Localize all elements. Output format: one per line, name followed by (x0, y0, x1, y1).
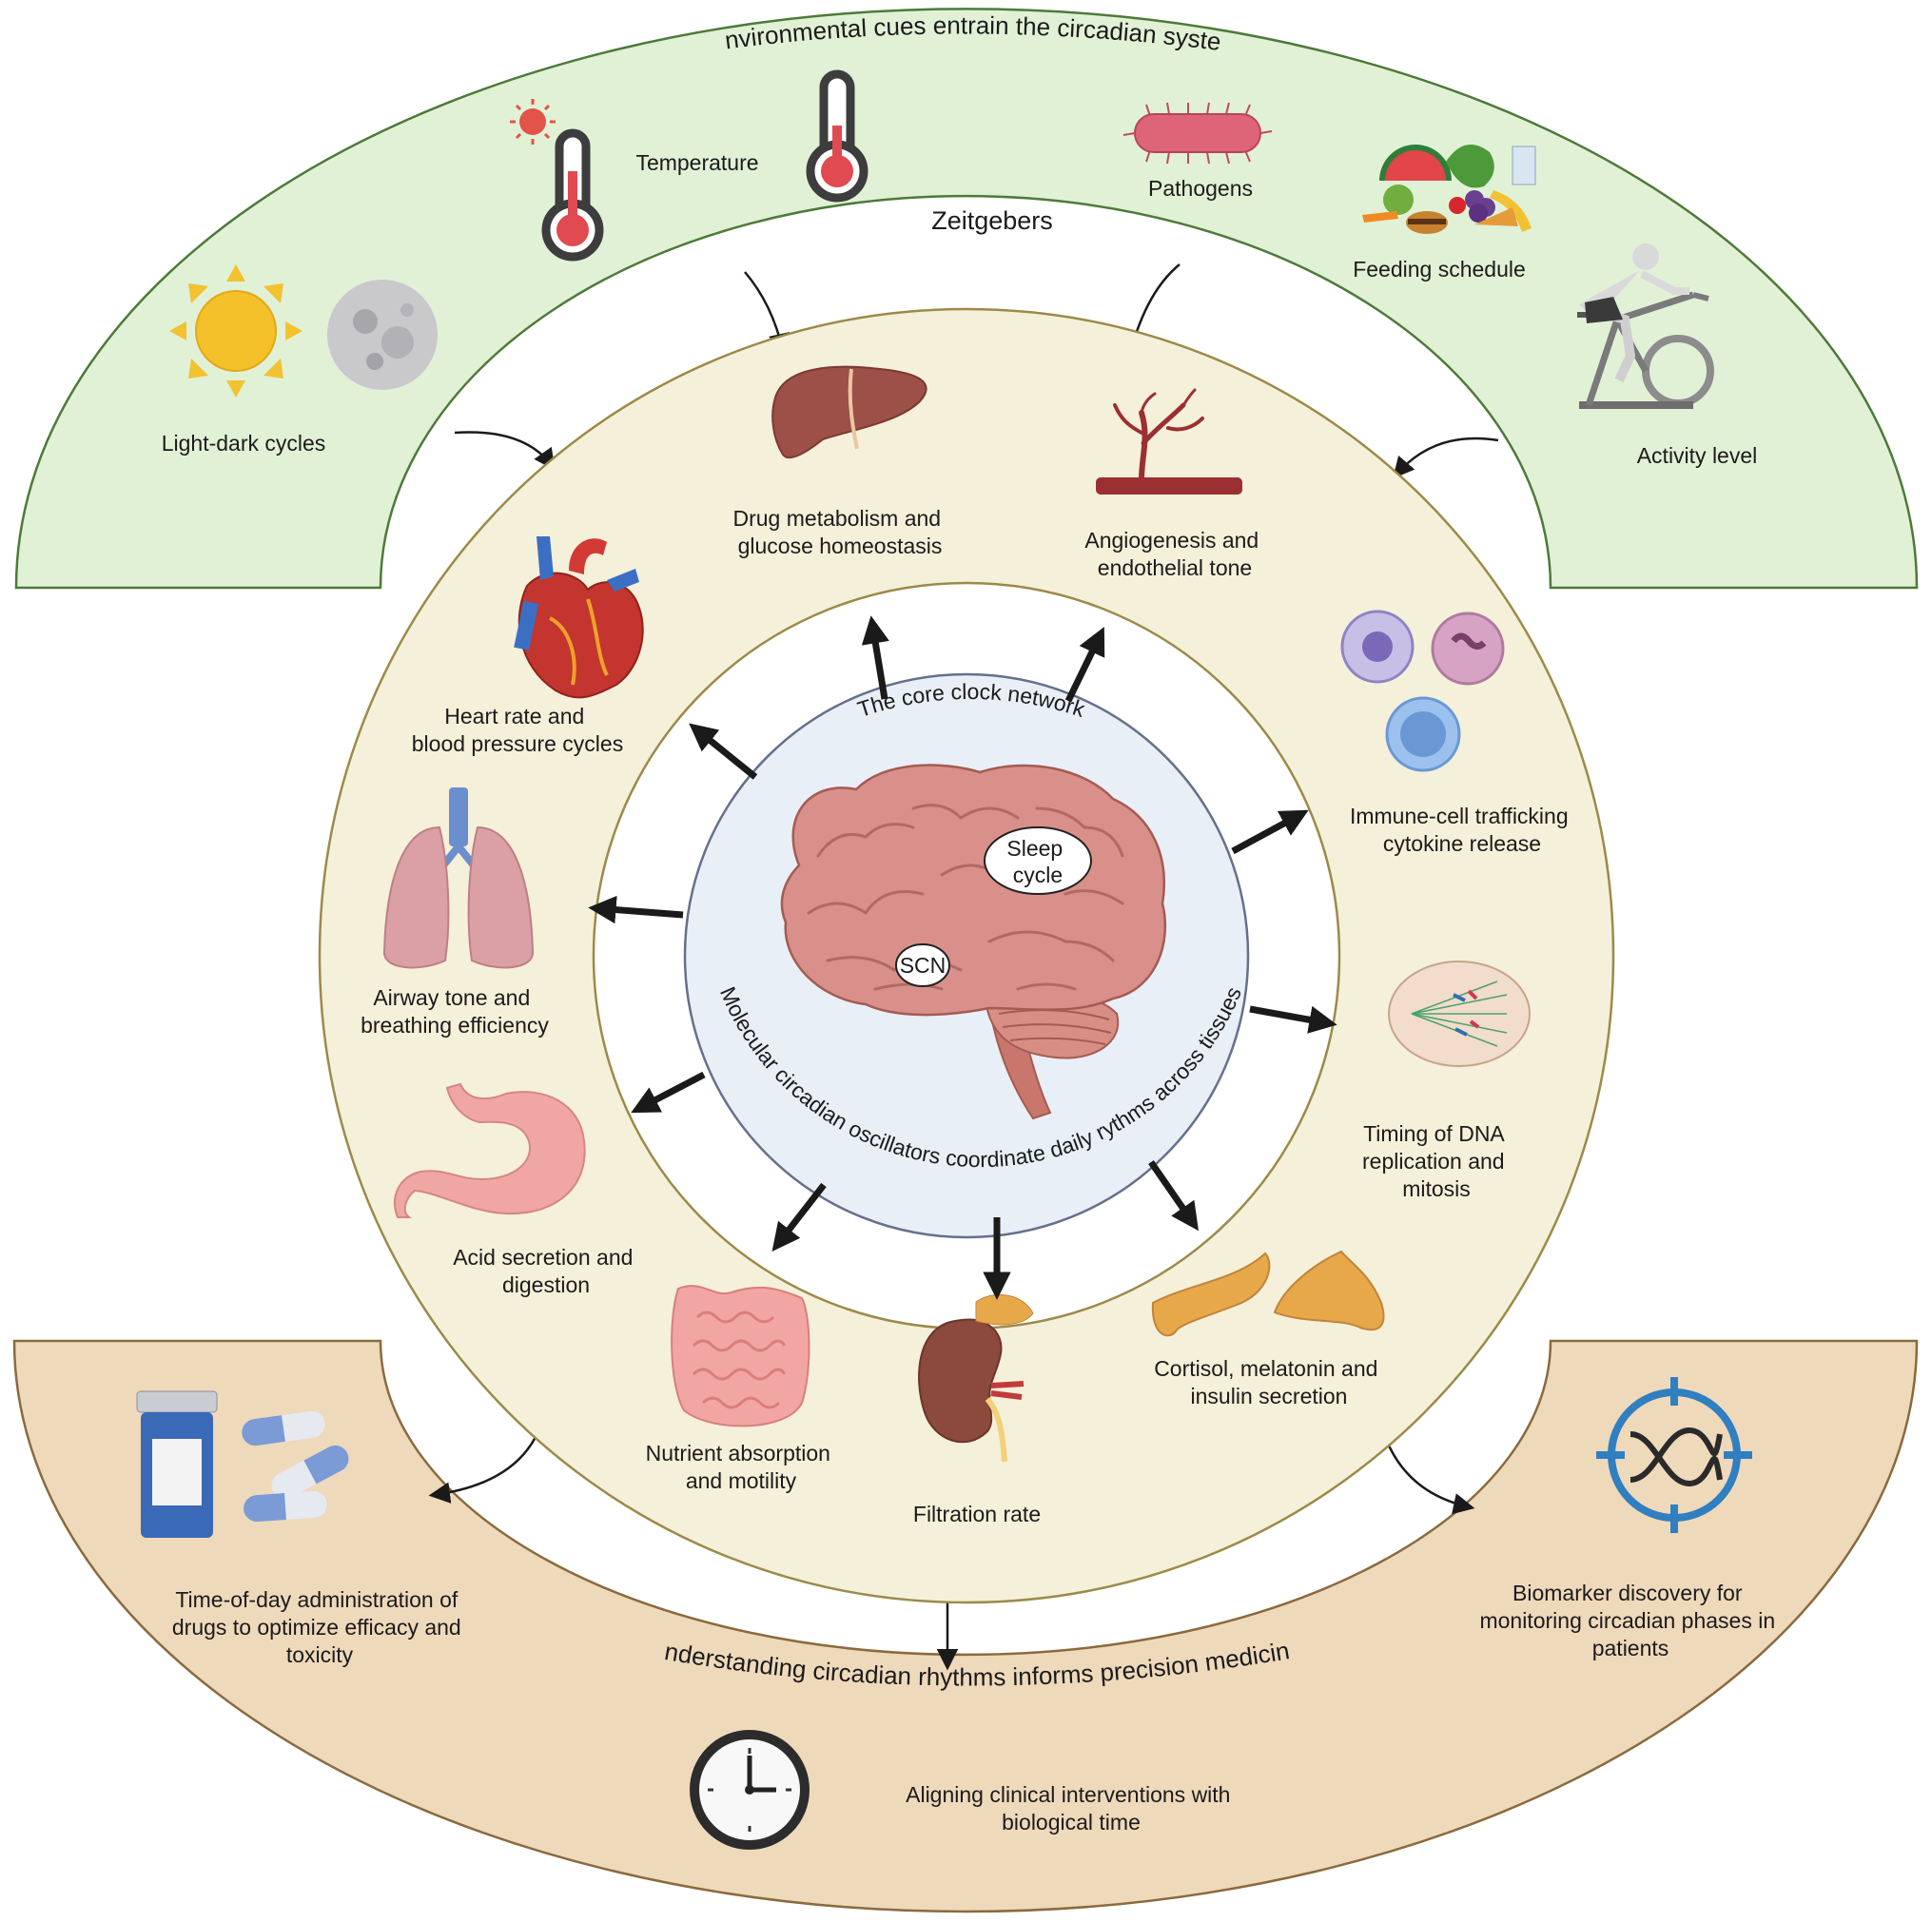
pancreas-icon (1151, 1250, 1385, 1337)
sun-icon (169, 264, 302, 398)
lungs-icon (382, 787, 535, 969)
liver-icon (771, 365, 927, 459)
arrow-biomarker (1381, 1430, 1475, 1515)
blood-vessel-icon (1096, 388, 1242, 495)
endocrine-label: Cortisol, melatonin and insulin secretio… (1154, 1356, 1384, 1408)
pathogens-label: Pathogens (1148, 176, 1253, 201)
arrow-to-heart (689, 723, 758, 780)
biomarker-label: Biomarker discovery for monitoring circa… (1479, 1581, 1781, 1660)
immune-label: Immune-cell trafficking cytokine release (1350, 804, 1574, 856)
moon-icon (327, 280, 438, 390)
core-output-arrows (588, 615, 1337, 1300)
feeding-label: Feeding schedule (1353, 257, 1526, 282)
exercise-bike-icon (1577, 243, 1714, 409)
light-dark-label: Light-dark cycles (162, 431, 326, 456)
environment-arc-band (14, 8, 1919, 590)
heart-icon (514, 536, 644, 699)
thermometer-icon (541, 128, 604, 262)
wall-clock-icon (690, 1730, 810, 1850)
arrow-to-liver (861, 615, 889, 700)
lungs-label: Airway tone and breathing efficiency (361, 985, 549, 1038)
brain-icon (780, 764, 1167, 1120)
arrow-drugs (428, 1421, 544, 1504)
sleep-cycle-bubble: Sleep cycle (984, 826, 1092, 895)
arrow-to-vessel (1064, 627, 1105, 703)
pill-bottle-icon (136, 1390, 218, 1538)
intestine-label: Nutrient absorption and motility (646, 1441, 837, 1493)
sleep-label-line2: cycle (1013, 863, 1063, 887)
hot-sun-icon (510, 99, 556, 145)
arrow-to-immune (1231, 809, 1309, 855)
dna-target-icon (1596, 1377, 1752, 1533)
medicine-arc-band (12, 1339, 1919, 1913)
arrow-to-stomach (631, 1071, 706, 1114)
activity-label: Activity level (1637, 443, 1758, 468)
vessel-label: Angiogenesis and endothelial tone (1084, 528, 1264, 580)
zeitgebers-label: Zeitgebers (931, 206, 1053, 235)
kidney-icon (918, 1293, 1034, 1463)
drugs-label: Time-of-day administration of drugs to o… (172, 1587, 467, 1667)
thermometer-icon (806, 69, 868, 203)
food-icon (1362, 145, 1536, 234)
heart-label: Heart rate and blood pressure cycles (412, 704, 623, 756)
stomach-label: Acid secretion and digestion (453, 1245, 639, 1297)
clock-label: Aligning clinical interventions with bio… (906, 1782, 1237, 1835)
mitosis-cell-icon (1388, 961, 1531, 1067)
kidney-label: Filtration rate (913, 1502, 1041, 1526)
scn-label: SCN (900, 953, 946, 978)
intestine-icon (671, 1285, 810, 1427)
arrow-activity (1393, 437, 1499, 479)
arrow-to-lungs (588, 895, 684, 924)
bacterium-icon (1122, 102, 1273, 165)
arrow-to-endocrine (1148, 1160, 1200, 1232)
arrow-to-dna (1249, 1005, 1337, 1034)
svg-text:Sleep cycle: Sleep cycle (1006, 836, 1068, 887)
scn-bubble: SCN (895, 943, 950, 987)
stomach-icon (394, 1082, 586, 1218)
arrow-light (454, 431, 556, 471)
immune-cells-icon (1340, 610, 1505, 772)
sleep-label-line1: Sleep (1006, 836, 1063, 861)
liver-label: Drug metabolism and glucose homeostasis (733, 506, 947, 558)
arrow-to-intestine (771, 1182, 827, 1252)
dna-label: Timing of DNA replication and mitosis (1362, 1121, 1511, 1201)
temperature-label: Temperature (635, 150, 758, 175)
capsules-icon (242, 1410, 349, 1523)
